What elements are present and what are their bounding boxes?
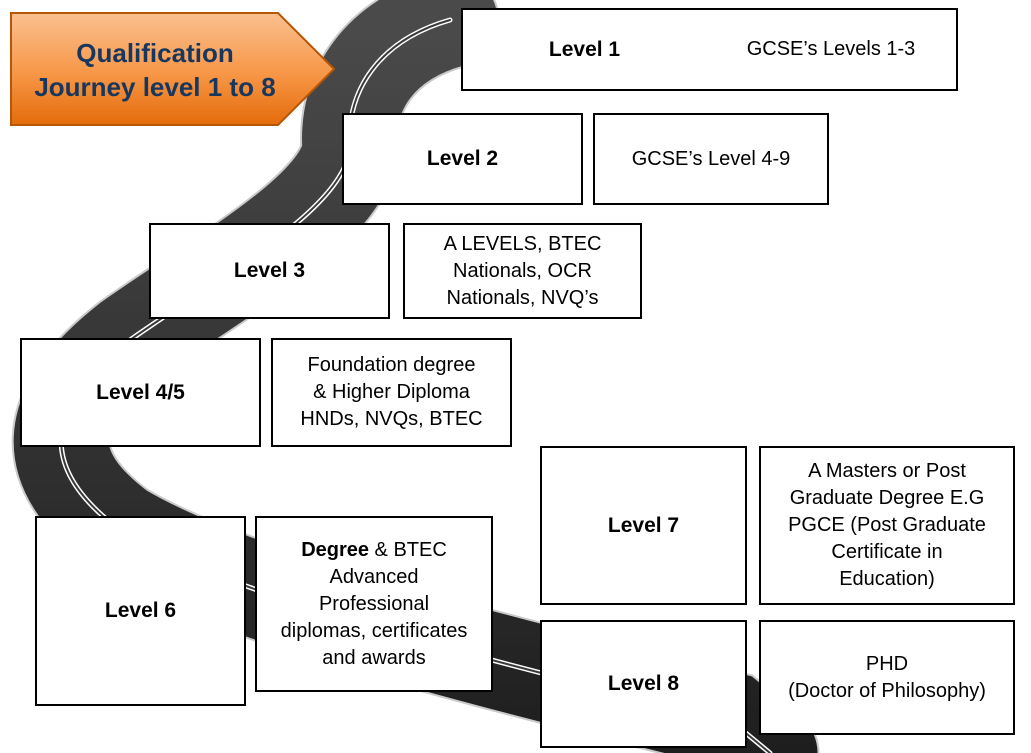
level-1-description: GCSE’s Levels 1-3 bbox=[706, 8, 958, 91]
level-2-box: Level 2 bbox=[342, 113, 583, 205]
level-8-box: Level 8 bbox=[540, 620, 747, 748]
banner-arrow-shape bbox=[10, 12, 336, 126]
level-6-description-text: & BTEC Advanced Professional diplomas, c… bbox=[280, 538, 468, 669]
level-3-description: A LEVELS, BTEC Nationals, OCR Nationals,… bbox=[403, 223, 642, 319]
level-3-box: Level 3 bbox=[149, 223, 390, 319]
level-7-box: Level 7 bbox=[540, 446, 747, 605]
level-2-description: GCSE’s Level 4-9 bbox=[593, 113, 829, 205]
level-6-box: Level 6 bbox=[35, 516, 246, 706]
level-8-description: PHD (Doctor of Philosophy) bbox=[759, 620, 1015, 735]
level-4-5-description: Foundation degree & Higher Diploma HNDs,… bbox=[271, 338, 512, 447]
level-4-5-box: Level 4/5 bbox=[20, 338, 261, 447]
banner-title: Qualification Journey level 1 to 8 bbox=[34, 38, 276, 102]
level-6-description-bold: Degree bbox=[301, 538, 369, 561]
journey-banner: Qualification Journey level 1 to 8 bbox=[8, 10, 338, 128]
level-7-description: A Masters or Post Graduate Degree E.G PG… bbox=[759, 446, 1015, 605]
level-1-box: Level 1 bbox=[461, 8, 708, 91]
level-6-description: Degree & BTEC Advanced Professional dipl… bbox=[255, 516, 493, 692]
